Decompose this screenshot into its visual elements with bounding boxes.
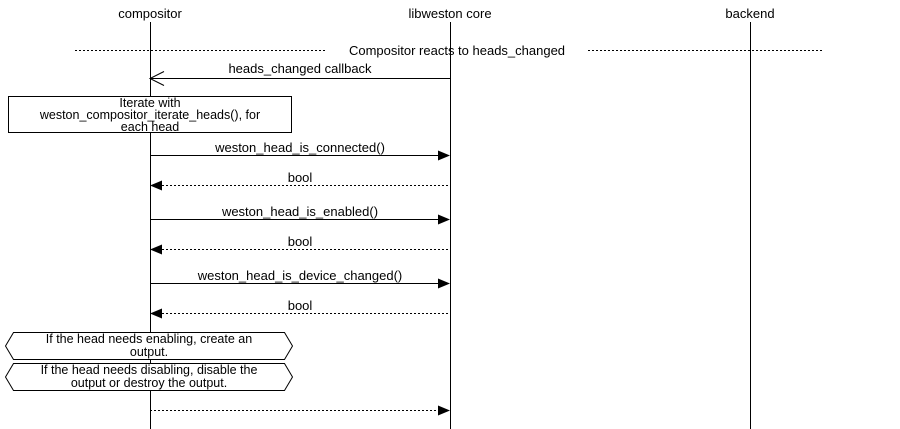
- angular-note-disabling: If the head needs disabling, disable the…: [5, 363, 293, 391]
- return-label-bool-1: bool: [287, 170, 313, 185]
- return-label-bool-3: bool: [287, 298, 313, 313]
- participant-label-backend: backend: [725, 6, 775, 21]
- return-label-bool-2: bool: [287, 234, 313, 249]
- message-label-heads-changed-callback: heads_changed callback: [228, 61, 372, 76]
- message-label-is-connected: weston_head_is_connected(): [215, 140, 385, 155]
- note-line: If the head needs enabling, create an: [45, 332, 253, 346]
- divider-label: Compositor reacts to heads_changed: [348, 43, 566, 58]
- note-line: each head: [120, 119, 180, 134]
- note-line: output or destroy the output.: [70, 376, 228, 390]
- participant-label-libweston-core: libweston core: [408, 6, 492, 21]
- note-line: Iterate with: [119, 95, 181, 110]
- angular-note-enabling-shape: [4, 332, 294, 360]
- filled-arrowhead-right-icon: [438, 150, 450, 161]
- angular-note-enabling: If the head needs enabling, create an ou…: [5, 332, 293, 360]
- note-line: weston_compositor_iterate_heads(), for: [39, 107, 261, 122]
- message-label-is-device-changed: weston_head_is_device_changed(): [197, 268, 403, 283]
- angular-note-disabling-shape: [4, 363, 294, 391]
- message-label-is-enabled: weston_head_is_enabled(): [221, 204, 379, 219]
- filled-arrowhead-left-icon: [150, 180, 162, 191]
- participant-label-compositor: compositor: [118, 6, 182, 21]
- note-line: If the head needs disabling, disable the: [40, 363, 258, 377]
- filled-arrowhead-right-icon: [438, 278, 450, 289]
- filled-arrowhead-right-icon: [438, 214, 450, 225]
- filled-arrowhead-right-icon: [438, 405, 450, 416]
- note-iterate-heads: Iterate with weston_compositor_iterate_h…: [8, 96, 292, 133]
- filled-arrowhead-left-icon: [150, 308, 162, 319]
- note-line: output.: [129, 345, 169, 359]
- open-arrowhead-left-icon: [148, 71, 165, 86]
- filled-arrowhead-left-icon: [150, 244, 162, 255]
